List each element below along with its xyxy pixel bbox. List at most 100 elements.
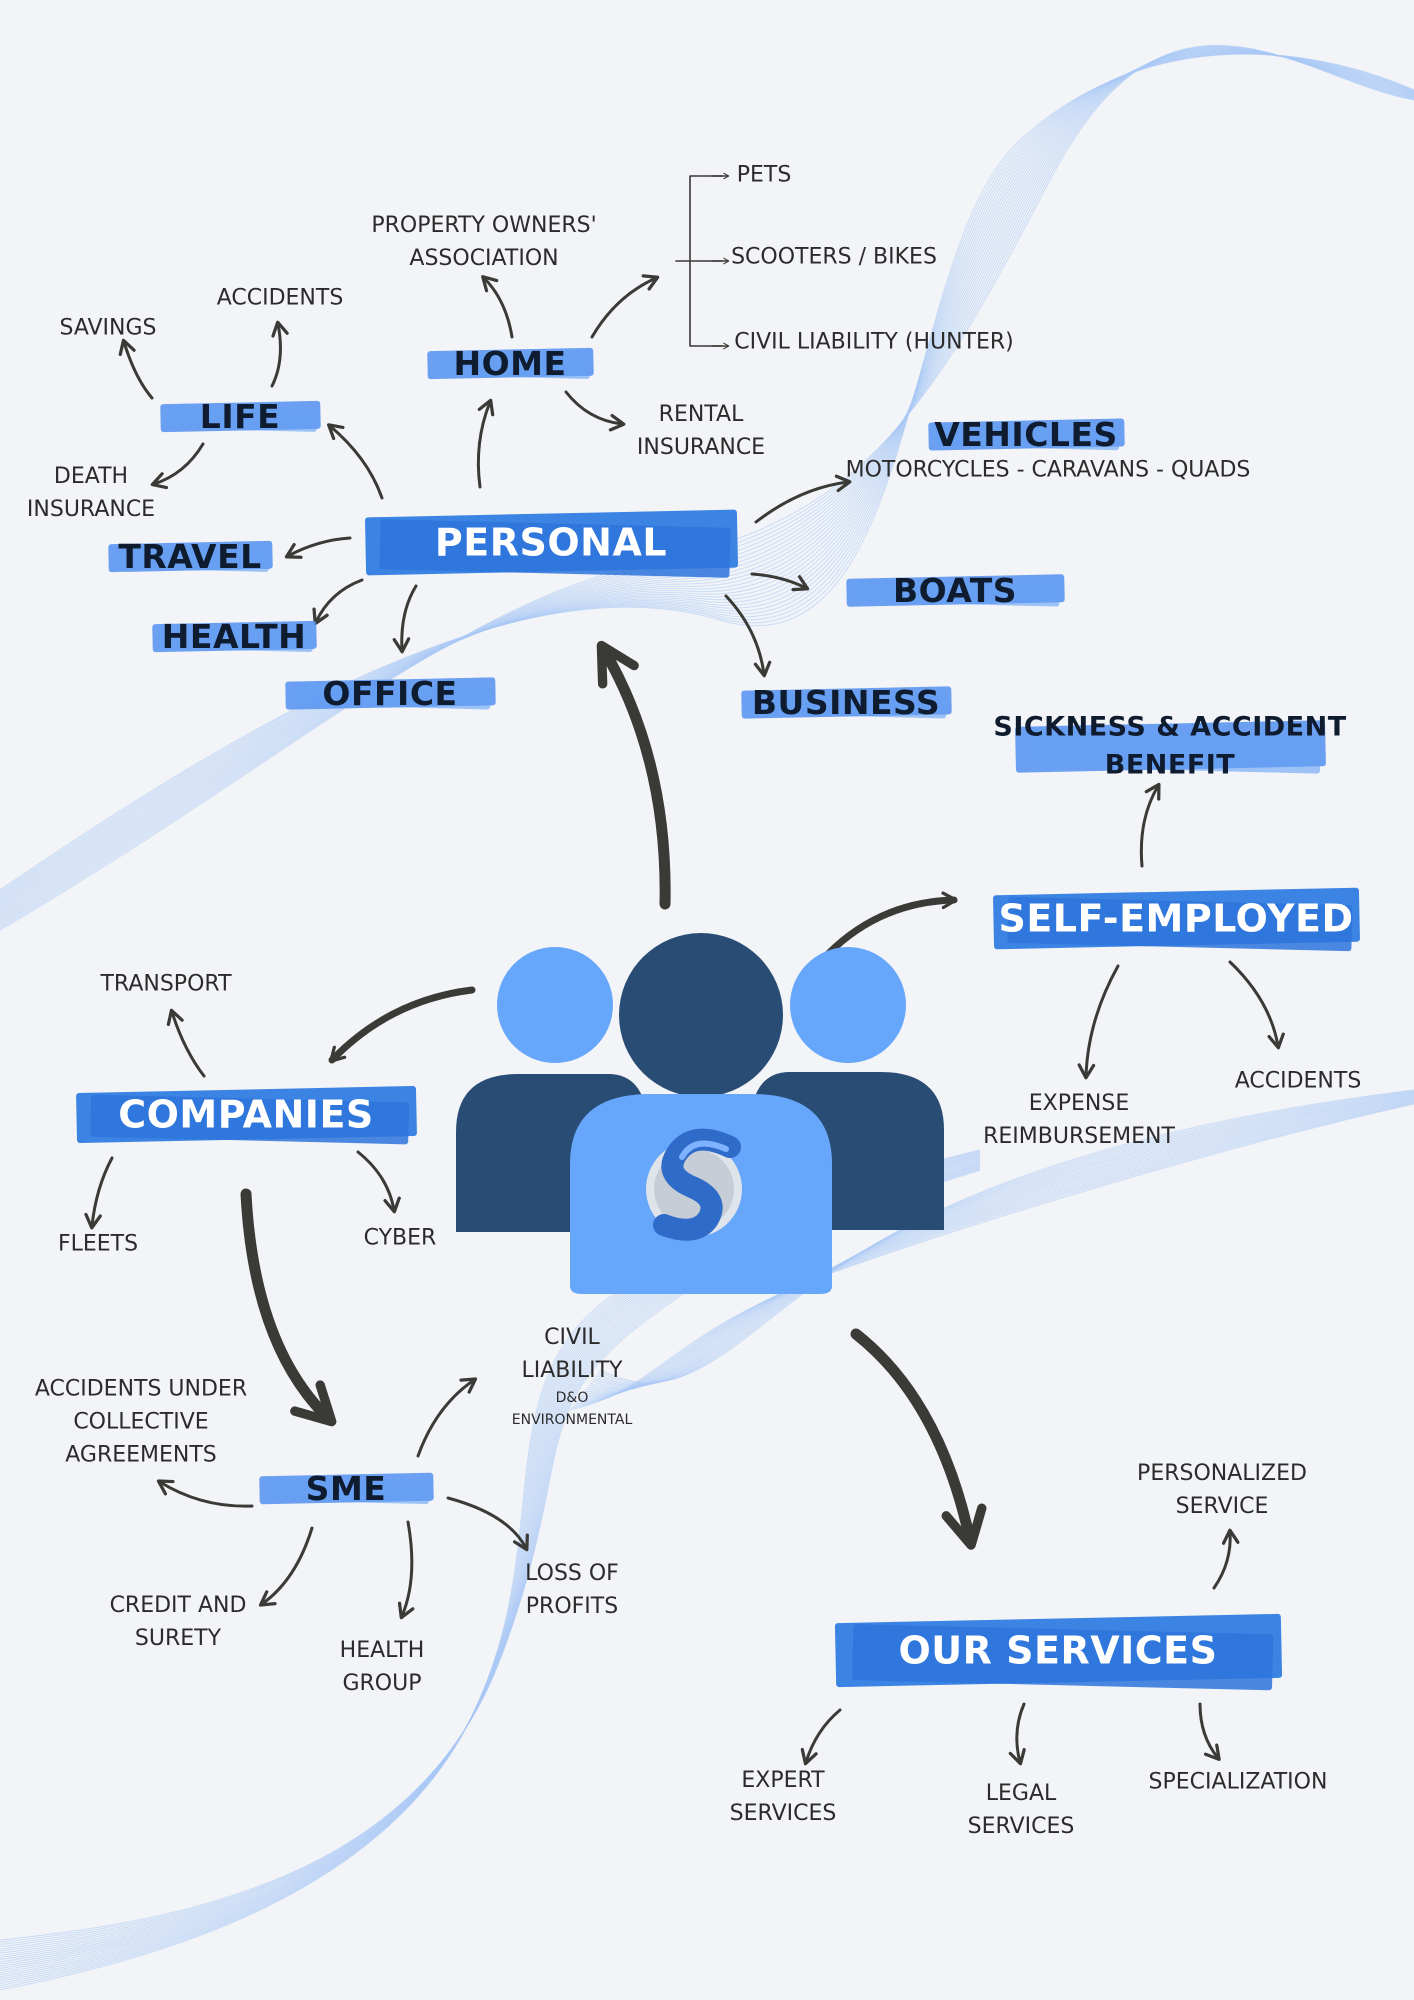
arrow-services-expert bbox=[800, 1708, 842, 1766]
item-transport: TRANSPORT bbox=[100, 971, 232, 997]
arrow-life-savings bbox=[118, 338, 154, 400]
category-sickness-line1: SICKNESS & ACCIDENT bbox=[993, 711, 1347, 742]
category-home[interactable]: HOME bbox=[426, 344, 594, 383]
arrow-sme-accidents bbox=[156, 1479, 254, 1508]
item-specialization: SPECIALIZATION bbox=[1148, 1769, 1328, 1795]
category-boats[interactable]: BOATS bbox=[845, 571, 1065, 610]
item-savings: SAVINGS bbox=[59, 315, 157, 341]
big-arrow-self-employed bbox=[824, 891, 958, 958]
wave-line bbox=[588, 1094, 1414, 1390]
item-property-owners-association: PROPERTY OWNERS' ASSOCIATION bbox=[371, 209, 596, 275]
category-sickness-line2: BENEFIT bbox=[1104, 749, 1236, 780]
arrow-personal-life bbox=[327, 423, 384, 500]
category-health[interactable]: HEALTH bbox=[151, 617, 317, 656]
item-legal-line2: SERVICES bbox=[967, 1814, 1075, 1839]
item-lop-line2: PROFITS bbox=[525, 1594, 619, 1619]
wave-line bbox=[587, 1095, 1414, 1391]
wave-line bbox=[591, 1093, 1414, 1388]
arrow-services-specialization bbox=[1198, 1702, 1221, 1762]
item-accidents-collective-agreements: ACCIDENTS UNDER COLLECTIVE AGREEMENTS bbox=[35, 1373, 247, 1472]
arrow-life-death bbox=[150, 442, 205, 490]
item-civil-liability: CIVIL LIABILITY D&O ENVIRONMENTAL bbox=[512, 1321, 632, 1431]
item-credit-line1: CREDIT AND bbox=[109, 1593, 247, 1618]
big-arrow-companies-sme bbox=[240, 1188, 337, 1427]
category-our-services-label: OUR SERVICES bbox=[898, 1628, 1218, 1672]
category-sickness-accident[interactable]: SICKNESS & ACCIDENT BENEFIT bbox=[993, 711, 1346, 780]
item-personalized-line2: SERVICE bbox=[1175, 1494, 1269, 1519]
item-poa-line1: PROPERTY OWNERS' bbox=[371, 213, 597, 238]
item-rental-line2: INSURANCE bbox=[636, 435, 766, 460]
category-life[interactable]: LIFE bbox=[159, 397, 321, 436]
item-scooters-bikes: SCOOTERS / BIKES bbox=[731, 244, 937, 270]
item-death-line2: INSURANCE bbox=[26, 497, 156, 522]
arrow-personal-health bbox=[312, 578, 364, 626]
category-travel-label: TRAVEL bbox=[118, 536, 262, 576]
arrow-home-rental bbox=[564, 390, 626, 432]
item-legal-services: LEGAL SERVICES bbox=[968, 1777, 1075, 1843]
s-logo-icon bbox=[646, 1128, 742, 1241]
category-business-label: BUSINESS bbox=[751, 682, 941, 722]
options-bracket bbox=[675, 175, 723, 347]
arrow-sme-credit bbox=[258, 1526, 314, 1607]
big-arrow-companies bbox=[328, 986, 476, 1064]
wave-line bbox=[571, 1102, 1414, 1409]
item-expert-line1: EXPERT bbox=[741, 1768, 825, 1793]
item-personalized-service: PERSONALIZED SERVICE bbox=[1137, 1457, 1307, 1523]
arrow-sme-health bbox=[397, 1520, 415, 1620]
wave-line bbox=[582, 1097, 1414, 1395]
item-death-insurance: DEATH INSURANCE bbox=[27, 460, 155, 526]
item-expense-reimbursement: EXPENSE REIMBURSEMENT bbox=[983, 1087, 1175, 1153]
item-life-accidents: ACCIDENTS bbox=[216, 285, 344, 311]
item-expense-line1: EXPENSE bbox=[1028, 1091, 1130, 1116]
category-companies[interactable]: COMPANIES bbox=[75, 1085, 417, 1144]
item-civil-line1: CIVIL bbox=[544, 1325, 600, 1350]
category-self-employed-label: SELF-EMPLOYED bbox=[998, 896, 1354, 940]
wave-line bbox=[569, 1103, 1414, 1411]
arrow-companies-cyber bbox=[356, 1150, 401, 1214]
item-poa-line2: ASSOCIATION bbox=[409, 246, 559, 271]
category-our-services[interactable]: OUR SERVICES bbox=[834, 1613, 1282, 1690]
item-acc-line2: COLLECTIVE bbox=[73, 1409, 209, 1435]
item-acc-line3: AGREEMENTS bbox=[65, 1442, 217, 1468]
item-civil-environmental: ENVIRONMENTAL bbox=[511, 1412, 633, 1428]
item-rental-insurance: RENTAL INSURANCE bbox=[637, 398, 765, 464]
wave-line bbox=[581, 1098, 1414, 1396]
category-office-label: OFFICE bbox=[322, 673, 458, 713]
arrow-sme-civil bbox=[416, 1377, 478, 1458]
item-fleets: FLEETS bbox=[57, 1231, 139, 1257]
category-sme[interactable]: SME bbox=[258, 1469, 434, 1508]
category-travel[interactable]: TRAVEL bbox=[107, 537, 273, 576]
wave-line bbox=[579, 1098, 1414, 1398]
arrow-companies-transport bbox=[166, 1008, 206, 1078]
arrow-home-poa bbox=[481, 275, 514, 339]
wave-line bbox=[577, 1100, 1414, 1401]
wave-line bbox=[0, 44, 1414, 931]
category-business[interactable]: BUSINESS bbox=[740, 683, 952, 722]
arrow-home-options bbox=[590, 274, 660, 339]
big-arrow-personal bbox=[596, 640, 671, 910]
arrow-personal-office bbox=[392, 584, 418, 654]
item-health-group: HEALTH GROUP bbox=[340, 1634, 425, 1700]
arrow-personal-vehicles bbox=[754, 474, 852, 524]
arrow-se-sickness bbox=[1139, 782, 1161, 868]
wave-line bbox=[585, 1096, 1414, 1392]
category-office[interactable]: OFFICE bbox=[284, 674, 496, 713]
category-sme-label: SME bbox=[305, 1468, 387, 1508]
wave-line bbox=[592, 1092, 1414, 1387]
category-self-employed[interactable]: SELF-EMPLOYED bbox=[992, 887, 1360, 951]
arrow-life-accidents bbox=[270, 320, 289, 388]
item-vehicles-sub: MOTORCYCLES - CARAVANS - QUADS bbox=[845, 457, 1251, 483]
category-vehicles[interactable]: VEHICLES bbox=[927, 415, 1125, 454]
item-death-line1: DEATH bbox=[53, 464, 129, 489]
item-loss-of-profits: LOSS OF PROFITS bbox=[525, 1557, 619, 1623]
category-health-label: HEALTH bbox=[161, 616, 307, 656]
arrow-sme-lop bbox=[446, 1496, 529, 1552]
category-personal[interactable]: PERSONAL bbox=[364, 509, 738, 578]
item-personalized-line1: PERSONALIZED bbox=[1137, 1461, 1307, 1486]
wave-line bbox=[578, 1099, 1414, 1400]
wave-line bbox=[584, 1096, 1414, 1393]
arrow-personal-boats bbox=[750, 572, 810, 592]
wave-line bbox=[574, 1101, 1414, 1405]
item-credit-surety: CREDIT AND SURETY bbox=[110, 1589, 247, 1655]
